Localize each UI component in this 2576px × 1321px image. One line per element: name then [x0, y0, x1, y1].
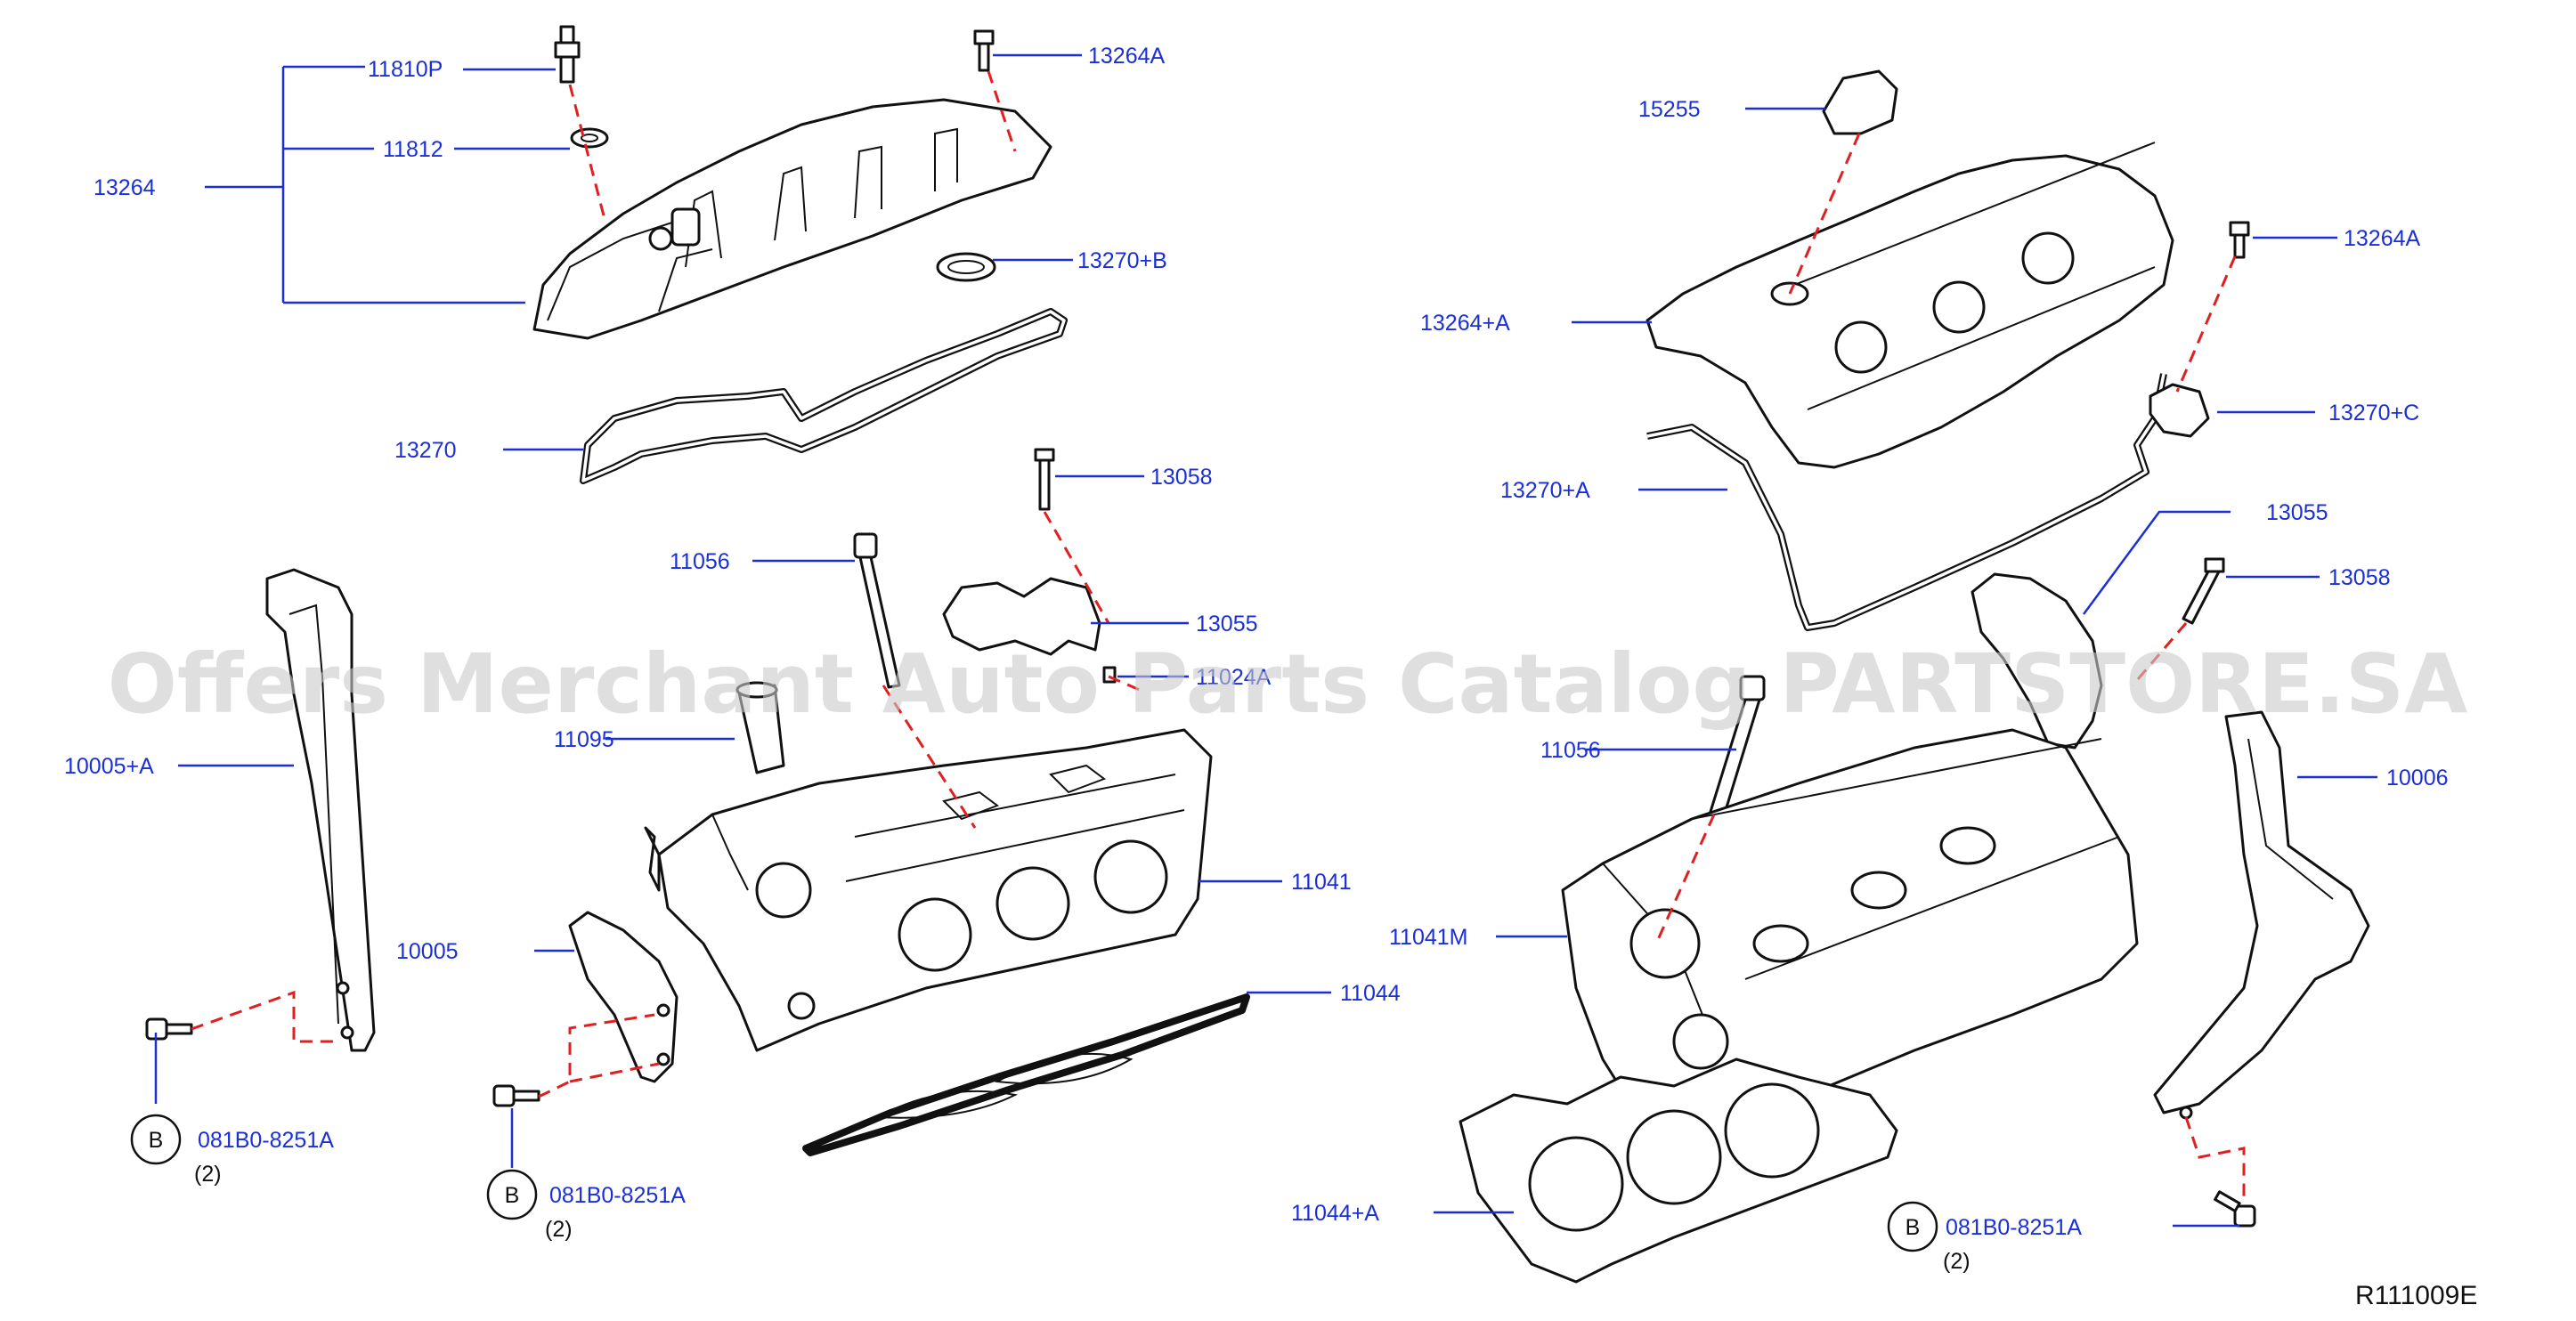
- bolt-13058-left: [1034, 448, 1055, 511]
- label-11812: 11812: [383, 137, 443, 162]
- valve-cover-gasket-left: [580, 308, 1068, 484]
- label-13270-plus-a: 13270+A: [1500, 478, 1590, 503]
- label-10006: 10006: [2386, 766, 2449, 790]
- ref-circle-letter: B: [149, 1128, 164, 1153]
- rocker-cover-right: [1646, 142, 2174, 469]
- label-13264-plus-a: 13264+A: [1420, 311, 1510, 336]
- label-13264: 13264: [93, 175, 156, 200]
- label-11056-right: 11056: [1540, 738, 1601, 763]
- head-gasket-right: [1459, 1058, 1898, 1284]
- label-11041: 11041: [1291, 870, 1352, 895]
- ref-part-number: 081B0-8251A: [198, 1128, 334, 1153]
- label-13270-plus-b: 13270+B: [1077, 248, 1167, 273]
- label-11041M: 11041M: [1389, 925, 1468, 950]
- cover-bolt-top: [973, 29, 995, 72]
- label-13264A-top: 13264A: [1088, 44, 1166, 69]
- label-13055-right: 13055: [2266, 500, 2328, 525]
- label-13270: 13270: [394, 438, 457, 463]
- bolt-ref-middle: B 081B0-8251A (2): [486, 1169, 686, 1242]
- label-13264A-right: 13264A: [2344, 226, 2421, 251]
- head-gasket-left: [802, 993, 1250, 1156]
- ref-part-number: 081B0-8251A: [1946, 1215, 2082, 1240]
- oil-filler-seal-left: [936, 252, 996, 282]
- ref-circle: [130, 1114, 182, 1165]
- cylinder-head-right: [1561, 728, 2139, 1159]
- label-10005: 10005: [396, 939, 459, 964]
- ref-circle-letter: B: [505, 1183, 520, 1208]
- label-13270-plus-c: 13270+C: [2328, 401, 2419, 425]
- diagram-reference-code: R111009E: [2355, 1281, 2477, 1310]
- pcv-valve: [554, 25, 581, 84]
- label-11810P: 11810P: [368, 57, 443, 82]
- watermark-text: Offers Merchant Auto Parts Catalog PARTS…: [108, 636, 2468, 732]
- valve-cover-gasket-right: [1646, 373, 2167, 631]
- bracket-bolt-left: [145, 1017, 193, 1041]
- rocker-cover-left: [532, 98, 1052, 340]
- engine-bracket-10006: [2153, 710, 2370, 1120]
- ref-quantity: (2): [545, 1217, 573, 1242]
- alignment-lines: [191, 70, 2246, 1203]
- oil-filler-seal-right: [2149, 383, 2210, 438]
- engine-bracket-10005A: [265, 568, 376, 1052]
- pcv-grommet: [570, 127, 609, 149]
- engine-bracket-10005: [568, 911, 679, 1083]
- bolt-13058-right: [2182, 557, 2225, 625]
- ref-part-number: 081B0-8251A: [549, 1183, 686, 1208]
- label-13058-left: 13058: [1150, 465, 1213, 490]
- ref-circle-letter: B: [1906, 1215, 1921, 1240]
- camshaft-bracket-left: [942, 577, 1101, 656]
- ref-quantity: (2): [1943, 1249, 1971, 1274]
- oil-filler-cap: [1822, 69, 1898, 135]
- bracket-bolt-right: [2214, 1190, 2256, 1228]
- ref-circle: [486, 1169, 538, 1220]
- ref-quantity: (2): [194, 1162, 222, 1187]
- cover-bolt-right: [2229, 221, 2250, 259]
- bracket-bolt-mid: [492, 1084, 540, 1107]
- label-11095: 11095: [554, 727, 614, 752]
- head-bolt-left: [853, 532, 901, 689]
- camshaft-bracket-right: [1971, 572, 2103, 750]
- leader-lines: [154, 53, 2377, 1228]
- label-13055-left: 13055: [1196, 612, 1258, 636]
- label-11056-left: 11056: [670, 549, 730, 574]
- cylinder-head-left: [644, 728, 1213, 1052]
- bolt-ref-left: B 081B0-8251A (2): [130, 1114, 334, 1187]
- label-11044: 11044: [1340, 981, 1401, 1006]
- ref-circle: [1887, 1201, 1938, 1252]
- label-11044-plus-a: 11044+A: [1291, 1201, 1379, 1226]
- label-11024A: 11024A: [1196, 665, 1272, 690]
- label-10005-plus-a: 10005+A: [64, 754, 154, 779]
- label-15255: 15255: [1638, 97, 1701, 122]
- label-13058-right: 13058: [2328, 565, 2391, 590]
- bolt-ref-right: B 081B0-8251A (2): [1887, 1201, 2082, 1274]
- dowel-pin: [735, 681, 785, 774]
